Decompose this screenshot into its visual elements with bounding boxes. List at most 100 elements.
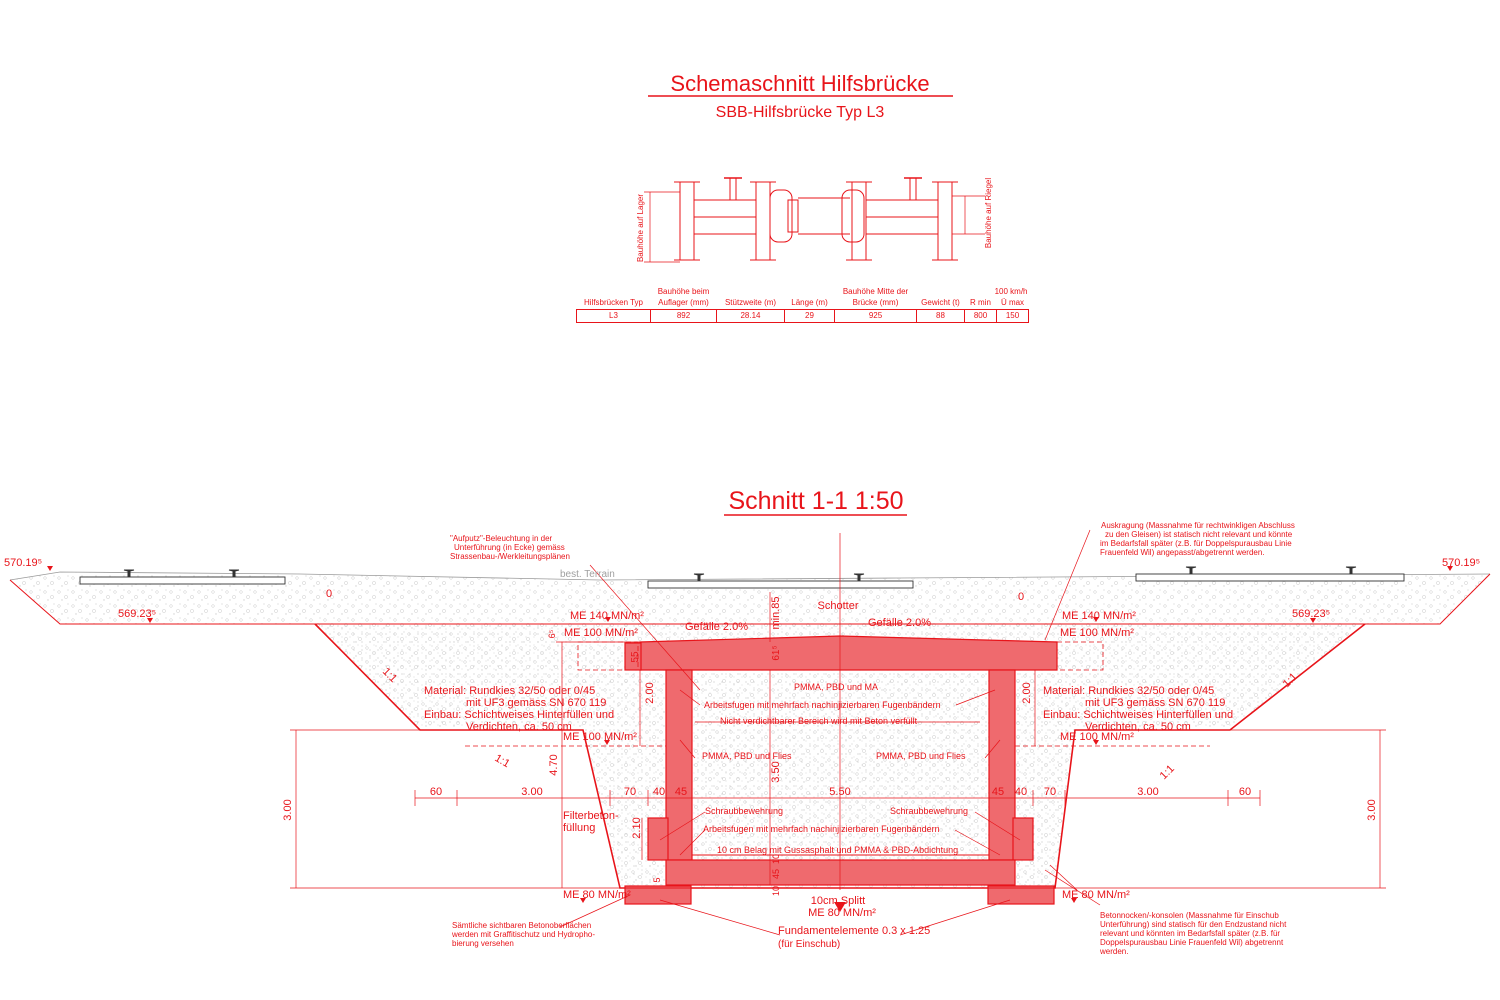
mat-right-3: Einbau: Schichtweises Hinterfüllen und [1043, 709, 1233, 721]
dim-550: 5.50 [829, 786, 850, 798]
me140-left: ME 140 MN/m² [570, 610, 644, 622]
table-header-top-row: Bauhöhe beim Bauhöhe Mitte der 100 km/h [577, 286, 1029, 297]
dim-v5: 5 [652, 877, 662, 882]
main-title: Schemaschnitt Hilfsbrücke [670, 71, 929, 96]
table-cell: 925 [834, 309, 917, 323]
belag-label: 10 cm Belag mit Gussasphalt und PMMA & P… [717, 845, 958, 855]
dim-v10b: 10 [771, 886, 781, 896]
mat-left-1: Material: Rundkies 32/50 oder 0/45 [424, 685, 595, 697]
slope-3: 1:1 [1158, 763, 1177, 782]
dim-45-right: 45 [992, 786, 1004, 798]
pmma-right: PMMA, PBD und Flies [876, 751, 966, 761]
me80-left: ME 80 MN/m² [563, 889, 631, 901]
level-marker-left-top [47, 566, 53, 571]
splitt-label-1: 10cm Splitt [811, 895, 865, 907]
dim-v210: 2.10 [631, 817, 643, 838]
marker-me80-right [1071, 898, 1077, 903]
marker-me140-left [605, 617, 611, 622]
dim-300-left: 3.00 [521, 786, 542, 798]
mat-right-1: Material: Rundkies 32/50 oder 0/45 [1043, 685, 1214, 697]
foundation-left [624, 885, 692, 905]
table-header-cell: R min [964, 297, 997, 310]
note-nocken-2: Unterführung) sind statisch für den Endz… [1100, 920, 1287, 929]
note-nocken-3: relevant und könnten im Bedarfsfall spät… [1100, 929, 1280, 938]
note-nocken-5: werden. [1099, 947, 1128, 956]
table-header-cell: Ü max [996, 297, 1029, 310]
table-header-top-cell: Bauhöhe beim [657, 287, 710, 296]
schraub-right: Schraubbewehrung [890, 806, 968, 816]
note-beleuchtung-1: "Aufputz"-Beleuchtung in der [450, 534, 553, 543]
note-auskragung-3: im Bedarfsfall später (z.B. für Doppelsp… [1100, 539, 1292, 548]
zero-left: 0 [326, 588, 332, 600]
subtitle: SBB-Hilfsbrücke Typ L3 [716, 104, 885, 121]
dim-40-left: 40 [653, 786, 665, 798]
table-header-top-cell [917, 286, 965, 297]
dim-v10: 10 [771, 854, 781, 864]
zero-right: 0 [1018, 591, 1024, 603]
dim-v300-left: 3.00 [282, 799, 294, 820]
mat-right-4: Verdichten, ca. 50 cm [1085, 721, 1191, 733]
track-left [79, 569, 286, 585]
level-left-fill: 569.23⁵ [118, 608, 156, 620]
table-header-cell: Auflager (mm) [650, 297, 717, 310]
me100-mid-left: ME 100 MN/m² [563, 731, 637, 743]
note-nocken-4: Doppelspurausbau Linie Frauenfeld Wil) a… [1100, 938, 1284, 947]
arbeitsfugen-top: Arbeitsfugen mit mehrfach nachinjizierba… [704, 700, 941, 710]
dim-v6: 6⁵ [547, 629, 557, 638]
table-row: L3 892 28.14 29 925 88 800 150 [576, 309, 1029, 323]
dim-vmin85: min.85 [770, 596, 782, 629]
leader-lines [559, 529, 1101, 936]
marker-me100-mid-left [604, 740, 610, 745]
left-wall [665, 669, 693, 861]
bridge-schematic [644, 177, 985, 263]
dim-60-right: 60 [1239, 786, 1251, 798]
marker-me100-mid-right [1093, 740, 1099, 745]
level-right-top: 570.19⁵ [1442, 557, 1480, 569]
level-left-top: 570.19⁵ [4, 557, 42, 569]
slope-2: 1:1 [493, 752, 512, 770]
dim-45-left: 45 [675, 786, 687, 798]
horizontal-dimension-line [414, 790, 1261, 806]
schematic-label-left: Bauhöhe auf Lager [636, 194, 645, 262]
pmma-top: PMMA, PBD und MA [794, 682, 878, 692]
pmma-left: PMMA, PBD und Flies [702, 751, 792, 761]
table-header-top-cell: 100 km/h [994, 287, 1028, 296]
dim-v470: 4.70 [548, 754, 560, 775]
marker-me140-right [1093, 617, 1099, 622]
table-cell: 28.14 [716, 309, 785, 323]
note-beleuchtung-3: Strassenbau-/Werkleitungsplänen [450, 552, 570, 561]
foundation-right [987, 885, 1055, 905]
table-cell: 29 [784, 309, 835, 323]
bottom-slab [665, 859, 1016, 886]
dim-v200-right: 2.00 [1021, 682, 1033, 703]
note-auskragung-4: Frauenfeld Wil) angepasst/abgetrennt wer… [1100, 548, 1265, 557]
table-header-cell: Hilfsbrücken Typ [576, 297, 651, 310]
table-cell: L3 [576, 309, 651, 323]
mat-right-2: mit UF3 gemäss SN 670 119 [1085, 697, 1225, 709]
dim-40-right: 40 [1015, 786, 1027, 798]
section-title: Schnitt 1-1 1:50 [728, 487, 903, 515]
table-header-top-cell [717, 286, 785, 297]
schraub-left: Schraubbewehrung [705, 806, 783, 816]
note-beton-1: Sämtliche sichtbaren Betonoberflächen [452, 921, 591, 930]
splitt-label-2: ME 80 MN/m² [808, 907, 876, 919]
note-nocken-1: Betonnocken/-konsolen (Massnahme für Ein… [1100, 911, 1279, 920]
einschub-label: (für Einschub) [778, 939, 840, 950]
track-middle [647, 573, 914, 589]
dim-v300-right: 3.00 [1366, 799, 1378, 820]
table-cell: 150 [996, 309, 1029, 323]
table-header-cell: Brücke (mm) [834, 297, 917, 310]
dim-v55: 55 [630, 651, 641, 663]
table-header-row: Hilfsbrücken Typ Auflager (mm) Stützweit… [576, 297, 1029, 310]
dim-70-left: 70 [624, 786, 636, 798]
me100-top-left: ME 100 MN/m² [564, 627, 638, 639]
right-wall [988, 669, 1016, 861]
top-slab [639, 635, 1058, 671]
dim-v350: 3.50 [770, 761, 782, 782]
level-marker-right-fill [1310, 618, 1316, 623]
cantilever-right-outline [1056, 641, 1104, 671]
me100-mid-right: ME 100 MN/m² [1060, 731, 1134, 743]
fundament-label: Fundamentelemente 0.3 x 1.25 [778, 925, 930, 937]
table-header-cell: Länge (m) [784, 297, 835, 310]
